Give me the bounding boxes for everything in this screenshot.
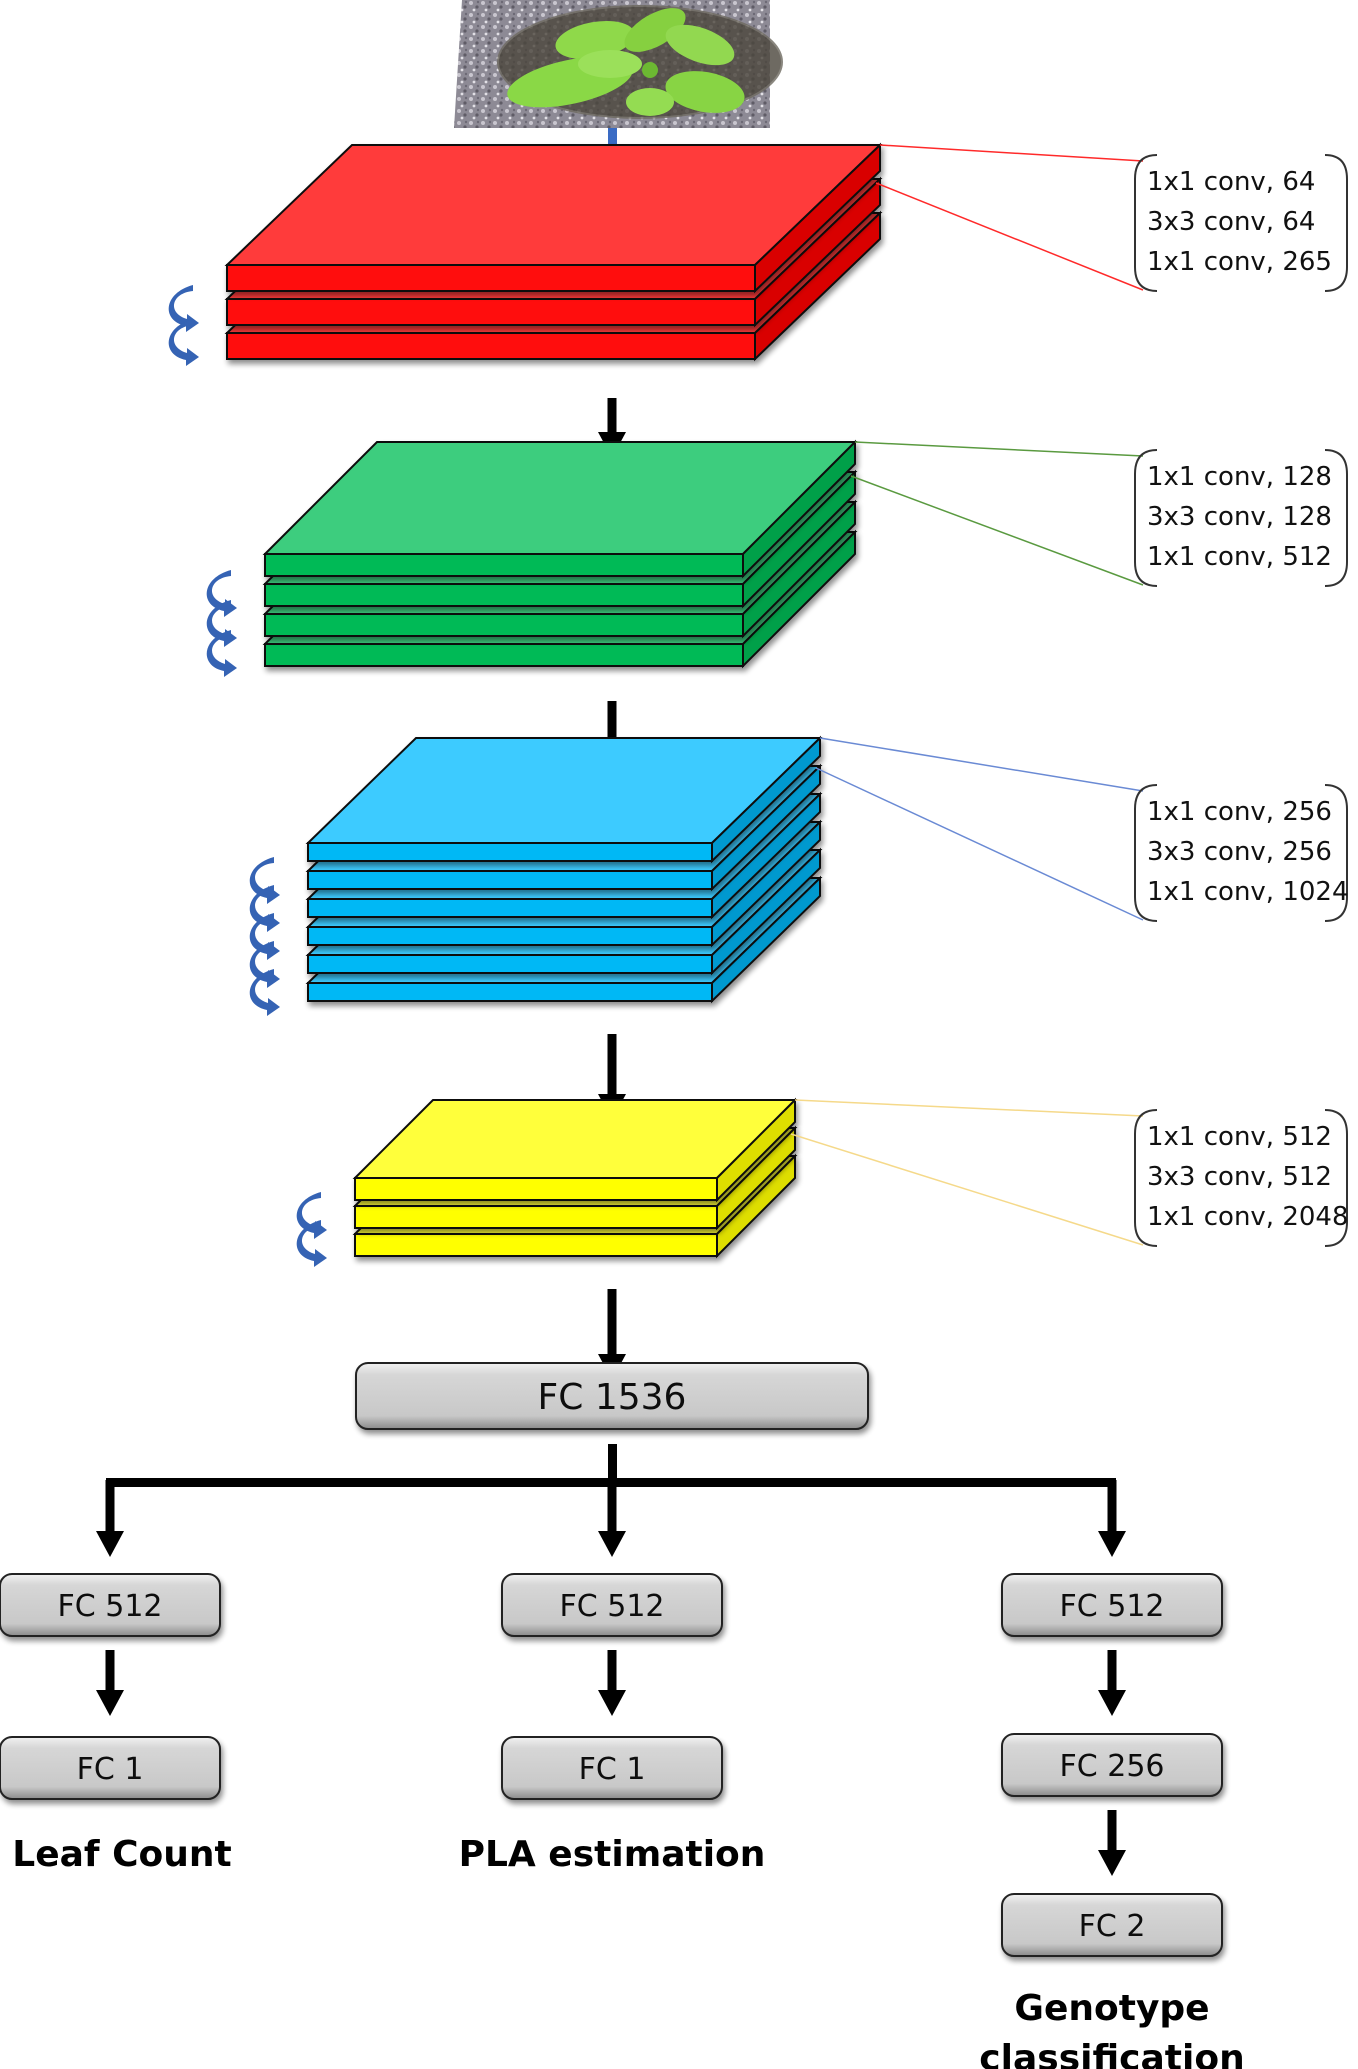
head-pla: FC 512 FC 1 PLA estimation (459, 1480, 766, 1875)
conv-spec-bracket: 1x1 conv, 256 3x3 conv, 256 1x1 conv, 1024 (1134, 784, 1349, 922)
leader-line (790, 1133, 1144, 1246)
output-label: Leaf Count (12, 1834, 231, 1875)
flow-arrow-icon (96, 1650, 124, 1716)
conv-spec-line: 1x1 conv, 128 (1147, 462, 1332, 492)
fc-1536-box: FC 1536 (355, 1362, 869, 1430)
fc-box: FC 2 (1001, 1893, 1223, 1957)
skip-connection-icon (249, 857, 280, 904)
branch-arrow-icon (96, 1480, 124, 1557)
conv-spec-line: 1x1 conv, 64 (1147, 167, 1315, 197)
conv-spec-line: 1x1 conv, 512 (1147, 542, 1332, 572)
conv-spec-line: 3x3 conv, 128 (1147, 502, 1332, 532)
leader-line (850, 475, 1144, 586)
fc-box-label: FC 1 (77, 1752, 144, 1787)
conv-spec-line: 1x1 conv, 2048 (1147, 1202, 1349, 1232)
fc-box: FC 1 (501, 1736, 723, 1800)
skip-connection-icon (296, 1192, 327, 1239)
head-genotype: FC 512 FC 256 FC 2 Genotype classification (979, 1480, 1245, 2069)
fc-box: FC 256 (1001, 1733, 1223, 1797)
fc-box: FC 512 (1001, 1573, 1223, 1637)
fc-box-label: FC 512 (1060, 1589, 1165, 1624)
leader-line (815, 767, 1144, 921)
fc-box: FC 512 (501, 1573, 723, 1637)
conv-stage-1: 1x1 conv, 64 3x3 conv, 64 1x1 conv, 265 (168, 142, 1348, 458)
branch-arrow-icon (1098, 1480, 1126, 1557)
feature-layer (262, 439, 858, 579)
skip-connection-icon (249, 941, 280, 988)
conv-spec-line: 1x1 conv, 1024 (1147, 877, 1349, 907)
leader-line (879, 144, 1144, 162)
fc-box-label: FC 1 (579, 1752, 646, 1787)
fc-box-label: FC 256 (1060, 1749, 1165, 1784)
output-label: classification (979, 2038, 1244, 2069)
fc-box-label: FC 2 (1079, 1909, 1146, 1944)
fully-connected-layers: FC 1536 FC 512 FC 1 Leaf Count FC 512 FC 1 PLA… (0, 1362, 1245, 2069)
fc-box: FC 512 (0, 1573, 221, 1637)
skip-connection-icon (249, 885, 280, 932)
conv-spec-bracket: 1x1 conv, 64 3x3 conv, 64 1x1 conv, 265 (1134, 154, 1348, 292)
conv-stage-3: 1x1 conv, 256 3x3 conv, 256 1x1 conv, 1024 (249, 735, 1349, 1120)
head-leaf-count: FC 512 FC 1 Leaf Count (0, 1480, 232, 1875)
leader-line (875, 182, 1144, 291)
leader-line (819, 737, 1144, 792)
fc-box-label: FC 512 (58, 1589, 163, 1624)
skip-connection-icon (249, 969, 280, 1016)
feature-layer (352, 1097, 798, 1203)
conv-spec-line: 1x1 conv, 265 (1147, 247, 1332, 277)
skip-connection-icon (168, 319, 199, 366)
leader-line (794, 1099, 1144, 1117)
flow-arrow-icon (1098, 1810, 1126, 1876)
skip-connection-icon (206, 570, 237, 617)
skip-connection-icon (206, 630, 237, 677)
skip-connection-icon (249, 913, 280, 960)
branch-arrow-icon (598, 1480, 626, 1557)
conv-spec-line: 3x3 conv, 64 (1147, 207, 1315, 237)
fc-1536-box-label: FC 1536 (538, 1377, 687, 1418)
conv-spec-line: 3x3 conv, 512 (1147, 1162, 1332, 1192)
skip-connection-icon (296, 1220, 327, 1267)
conv-spec-line: 1x1 conv, 512 (1147, 1122, 1332, 1152)
fc-box-label: FC 512 (560, 1589, 665, 1624)
plant-leaves (507, 8, 745, 116)
output-label: Genotype (1014, 1988, 1209, 2029)
conv-spec-bracket: 1x1 conv, 128 3x3 conv, 128 1x1 conv, 512 (1134, 449, 1348, 587)
flow-arrow-icon (598, 1650, 626, 1716)
fc-box: FC 1 (0, 1736, 221, 1800)
conv-spec-line: 1x1 conv, 256 (1147, 797, 1332, 827)
output-label: PLA estimation (459, 1834, 766, 1875)
conv-spec-bracket: 1x1 conv, 512 3x3 conv, 512 1x1 conv, 2048 (1134, 1109, 1349, 1247)
input-plant-image (454, 0, 783, 128)
conv-spec-line: 3x3 conv, 256 (1147, 837, 1332, 867)
conv-stage-2: 1x1 conv, 128 3x3 conv, 128 1x1 conv, 512 (206, 439, 1348, 770)
flow-arrow-icon (1098, 1650, 1126, 1716)
conv-stage-4: 1x1 conv, 512 3x3 conv, 512 1x1 conv, 2048 (296, 1097, 1349, 1380)
leader-line (854, 441, 1144, 457)
